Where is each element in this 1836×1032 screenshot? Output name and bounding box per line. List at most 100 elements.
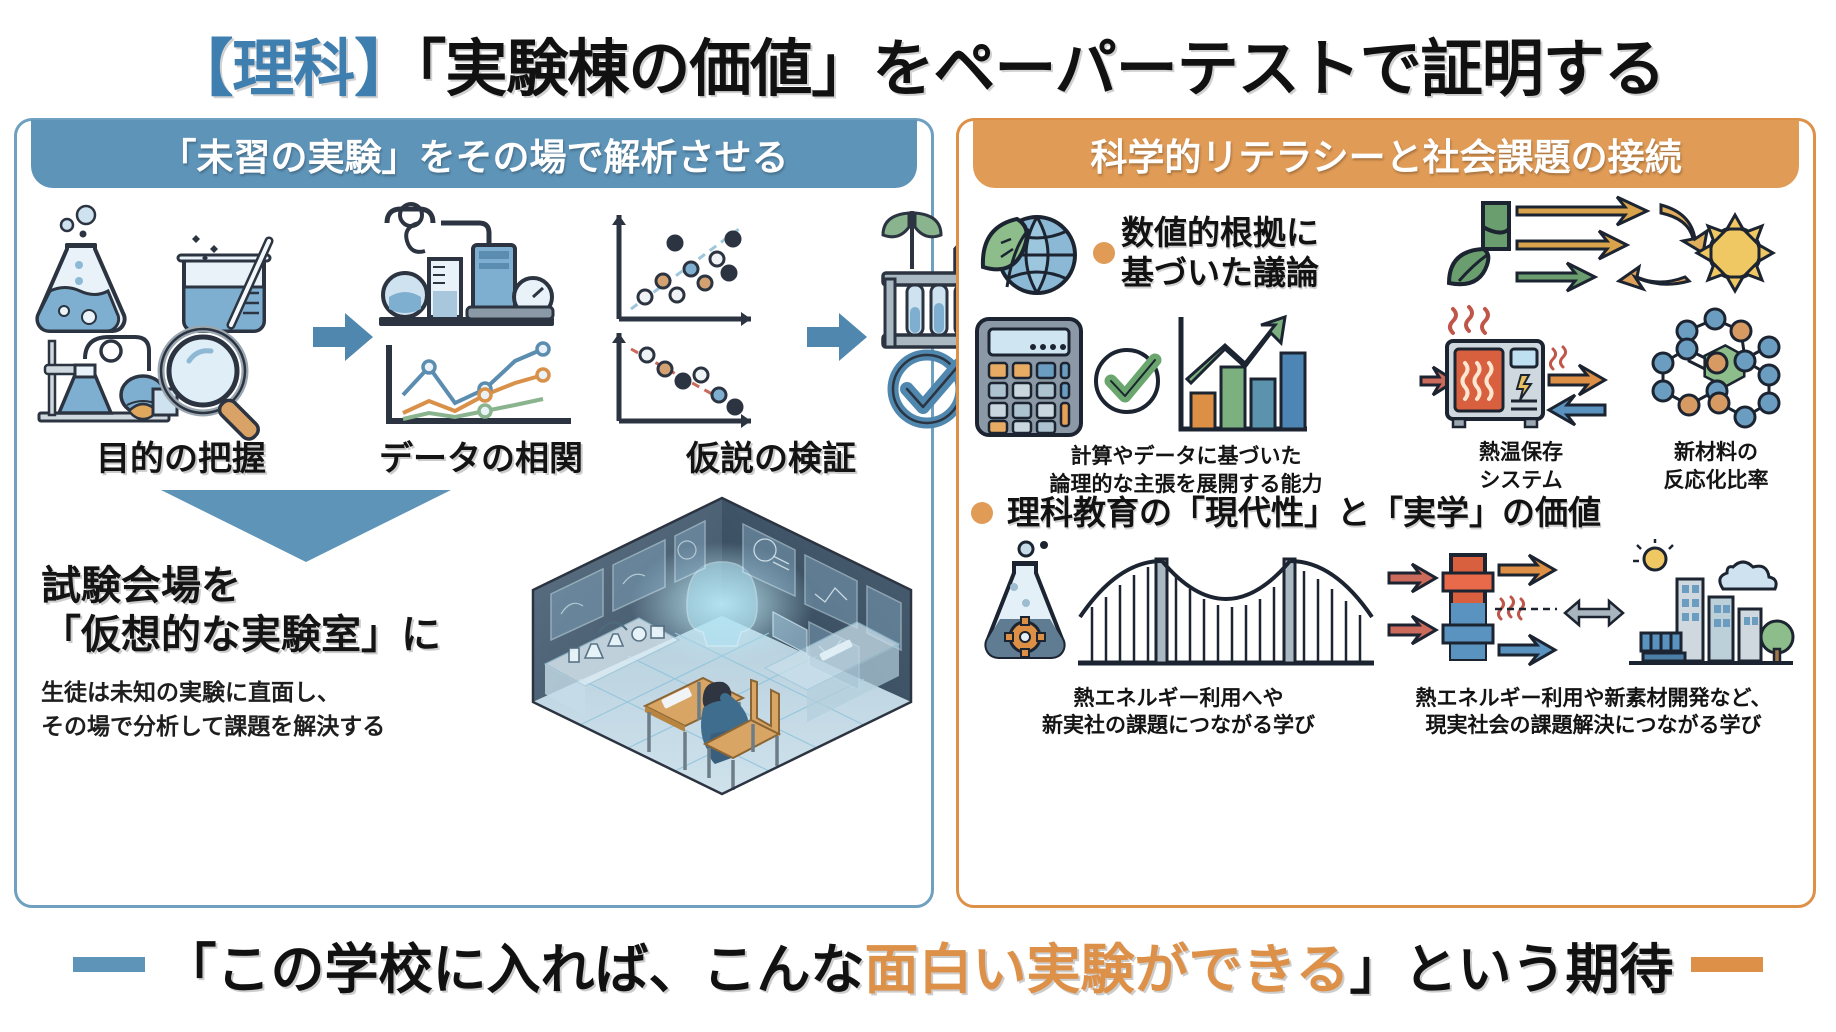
flask-gear-icon	[983, 540, 1066, 659]
green-check-icon	[1094, 348, 1162, 414]
right-arrow-icon	[313, 313, 373, 361]
arrow-1	[311, 199, 375, 365]
step-2-icon-set	[379, 202, 571, 424]
sun-icon	[1693, 211, 1777, 295]
left-panel-header-text: 「未習の実験」をその場で解析させる	[159, 137, 789, 178]
step-1-icon-set	[35, 204, 274, 441]
chair	[702, 678, 782, 790]
bubble-icon	[75, 204, 97, 226]
step-label-2: データの相関	[379, 440, 583, 478]
right-section-1: 数値的根拠に 基づいた議論	[971, 195, 1801, 496]
smart-city-solar-icon	[1628, 538, 1794, 665]
heat-exchanger-icon	[1387, 552, 1558, 666]
distillation-apparatus-icon	[37, 335, 179, 423]
bullet-1-item-3-caption: 新材料の 反応化比率	[1664, 439, 1769, 494]
caption-line-1: 熱エネルギー利用や新素材開発など、	[1415, 686, 1772, 710]
left-panel-header: 「未習の実験」をその場で解析させる	[31, 120, 917, 188]
footer-text-highlight: 面白い実験ができる	[864, 939, 1350, 1000]
left-panel: 「未習の実験」をその場で解析させる	[14, 118, 1075, 908]
panels-container: 「未習の実験」をその場で解析させる	[0, 118, 1836, 908]
bullet-1-item-1	[971, 309, 1411, 439]
heat-in-arrow-icon	[1419, 365, 1458, 397]
bullet-2-text: 理科教育の「現代性」と「実学」の価値	[1007, 494, 1601, 531]
bullet-2-items: 熱エネルギー利用へや 新実社の課題につながる学び	[971, 538, 1801, 740]
scatter-plot-icon	[612, 215, 751, 428]
heatexchanger-city-icon	[1387, 538, 1794, 666]
flask-icon	[35, 243, 127, 333]
right-section-1-left: 数値的根拠に 基づいた議論	[971, 197, 1411, 496]
caption-line-1: 新材料の	[1674, 441, 1758, 464]
footer-dash-right	[1691, 956, 1764, 972]
bullet-1-item-2-caption: 熱温保存 システム	[1479, 439, 1563, 494]
page-title-text: 【理科】「実験棟の価値」をペーパーテストで証明する	[171, 18, 1665, 108]
caption-line-2: 反応化比率	[1663, 468, 1769, 492]
caption-line-2: 新実社の課題につながる学び	[1042, 714, 1315, 738]
title-main-text: 「実験棟の価値」をペーパーテストで証明する	[415, 35, 1665, 104]
heat-storage-unit-icon	[1419, 305, 1609, 429]
page-title: 【理科】「実験棟の価値」をペーパーテストで証明する	[0, 0, 1836, 118]
bullet-2-item-2: 熱エネルギー利用や新素材開発など、 現実社会の課題解決につながる学び	[1386, 538, 1801, 740]
caption-line-1: 熱温保存	[1479, 441, 1563, 464]
gear-icon	[1003, 615, 1046, 658]
exchange-arrow-icon	[1562, 597, 1625, 628]
footer: 「この学校に入れば、こんな面白い実験ができる」という期待	[0, 908, 1836, 1020]
caption-line-1: 計算やデータに基づいた	[1070, 445, 1302, 468]
process-step-labels: 目的の把握 データの相関 仮説の検証	[31, 431, 917, 480]
footer-dash-left	[72, 956, 145, 972]
bullet-2-item-2-caption: 熱エネルギー利用や新素材開発など、 現実社会の課題解決につながる学び	[1416, 685, 1772, 740]
leaf-globe-icon	[980, 215, 1077, 295]
caption-line-2: 論理的な主張を展開する能力	[1049, 472, 1323, 496]
calculator-check-barchart-icon	[975, 314, 1307, 437]
left-panel-body: 目的の把握 データの相関 仮説の検証 試験会場を 「仮想的な実験室」に 生徒は未…	[17, 121, 1075, 905]
heat-return-arrow-icon	[1545, 393, 1607, 427]
step-2b-icons	[605, 199, 805, 429]
bullet-1-line-2: 基づいた議論	[1121, 254, 1319, 291]
bullet-dot-1	[1093, 242, 1115, 264]
bullet-1-items-2-3: 熱温保存 システム	[1411, 305, 1801, 494]
process-icons-row	[31, 199, 1075, 441]
suspension-bridge-icon	[1077, 557, 1374, 666]
molecule-network-icon	[1651, 307, 1781, 429]
heat-out-arrow-icon	[1547, 363, 1609, 397]
arrow-2	[805, 199, 869, 365]
right-panel: 科学的リテラシーと社会課題の接続	[956, 118, 1816, 908]
tree-icon	[1759, 619, 1794, 664]
virtual-lab-isometric-icon	[531, 496, 913, 796]
bullet-1-row: 数値的根拠に 基づいた議論	[971, 197, 1411, 309]
line-chart-icon	[386, 341, 571, 424]
bullet-2-item-1: 熱エネルギー利用へや 新実社の課題につながる学び	[971, 540, 1386, 740]
subject-tag: 【理科】	[171, 35, 416, 104]
virtual-lab-illustration	[527, 494, 917, 804]
heat-waves-icon	[1448, 305, 1490, 335]
step-label-3: 仮説の検証	[686, 440, 856, 478]
step-label-1: 目的の把握	[96, 440, 266, 478]
right-section-1-right: 熱温保存 システム	[1411, 195, 1801, 492]
bar-chart-growth-icon	[1178, 314, 1307, 432]
right-panel-header: 科学的リテラシーと社会課題の接続	[973, 120, 1799, 188]
bullet-2-item-1-caption: 熱エネルギー利用へや 新実社の課題につながる学び	[1042, 685, 1315, 740]
statement-block: 試験会場を 「仮想的な実験室」に 生徒は未知の実験に直面し、 その場で分析して課…	[31, 494, 527, 804]
flask-bridge-icon	[983, 540, 1374, 666]
caption-line-2: 現実社会の課題解決につながる学び	[1425, 714, 1762, 738]
bullet-2-row: 理科教育の「現代性」と「実学」の価値	[971, 493, 1801, 533]
bullet-1-item-3: 新材料の 反応化比率	[1641, 305, 1791, 494]
down-arrow	[161, 490, 451, 562]
right-panel-body: 数値的根拠に 基づいた議論	[959, 121, 1813, 905]
caption-line-1: 熱エネルギー利用へや	[1073, 686, 1284, 710]
statement-line-2: 「仮想的な実験室」に	[41, 612, 441, 657]
footer-text-before: 「この学校に入れば、こんな	[162, 939, 865, 1000]
calculator-icon	[975, 317, 1083, 437]
right-section-2: 理科教育の「現代性」と「実学」の価値	[971, 493, 1801, 740]
footer-text-after: 」という期待	[1349, 939, 1674, 1000]
statement-line-1: 試験会場を	[41, 564, 241, 608]
cloud-icon	[1717, 560, 1778, 591]
lab-setup-icon	[379, 202, 555, 326]
left-lower-section: 試験会場を 「仮想的な実験室」に 生徒は未知の実験に直面し、 その場で分析して課…	[31, 490, 917, 804]
down-arrow-icon	[161, 490, 451, 562]
statement-subtext-2: その場で分析して課題を解決する	[41, 713, 386, 740]
magnifier-icon	[157, 325, 260, 441]
right-panel-header-text: 科学的リテラシーと社会課題の接続	[1090, 137, 1682, 178]
step-1-icons	[31, 199, 311, 441]
bullet-1-item-1-caption: 計算やデータに基づいた 論理的な主張を展開する能力	[971, 443, 1401, 498]
footer-text: 「この学校に入れば、こんな面白い実験ができる」という期待	[163, 925, 1674, 1004]
